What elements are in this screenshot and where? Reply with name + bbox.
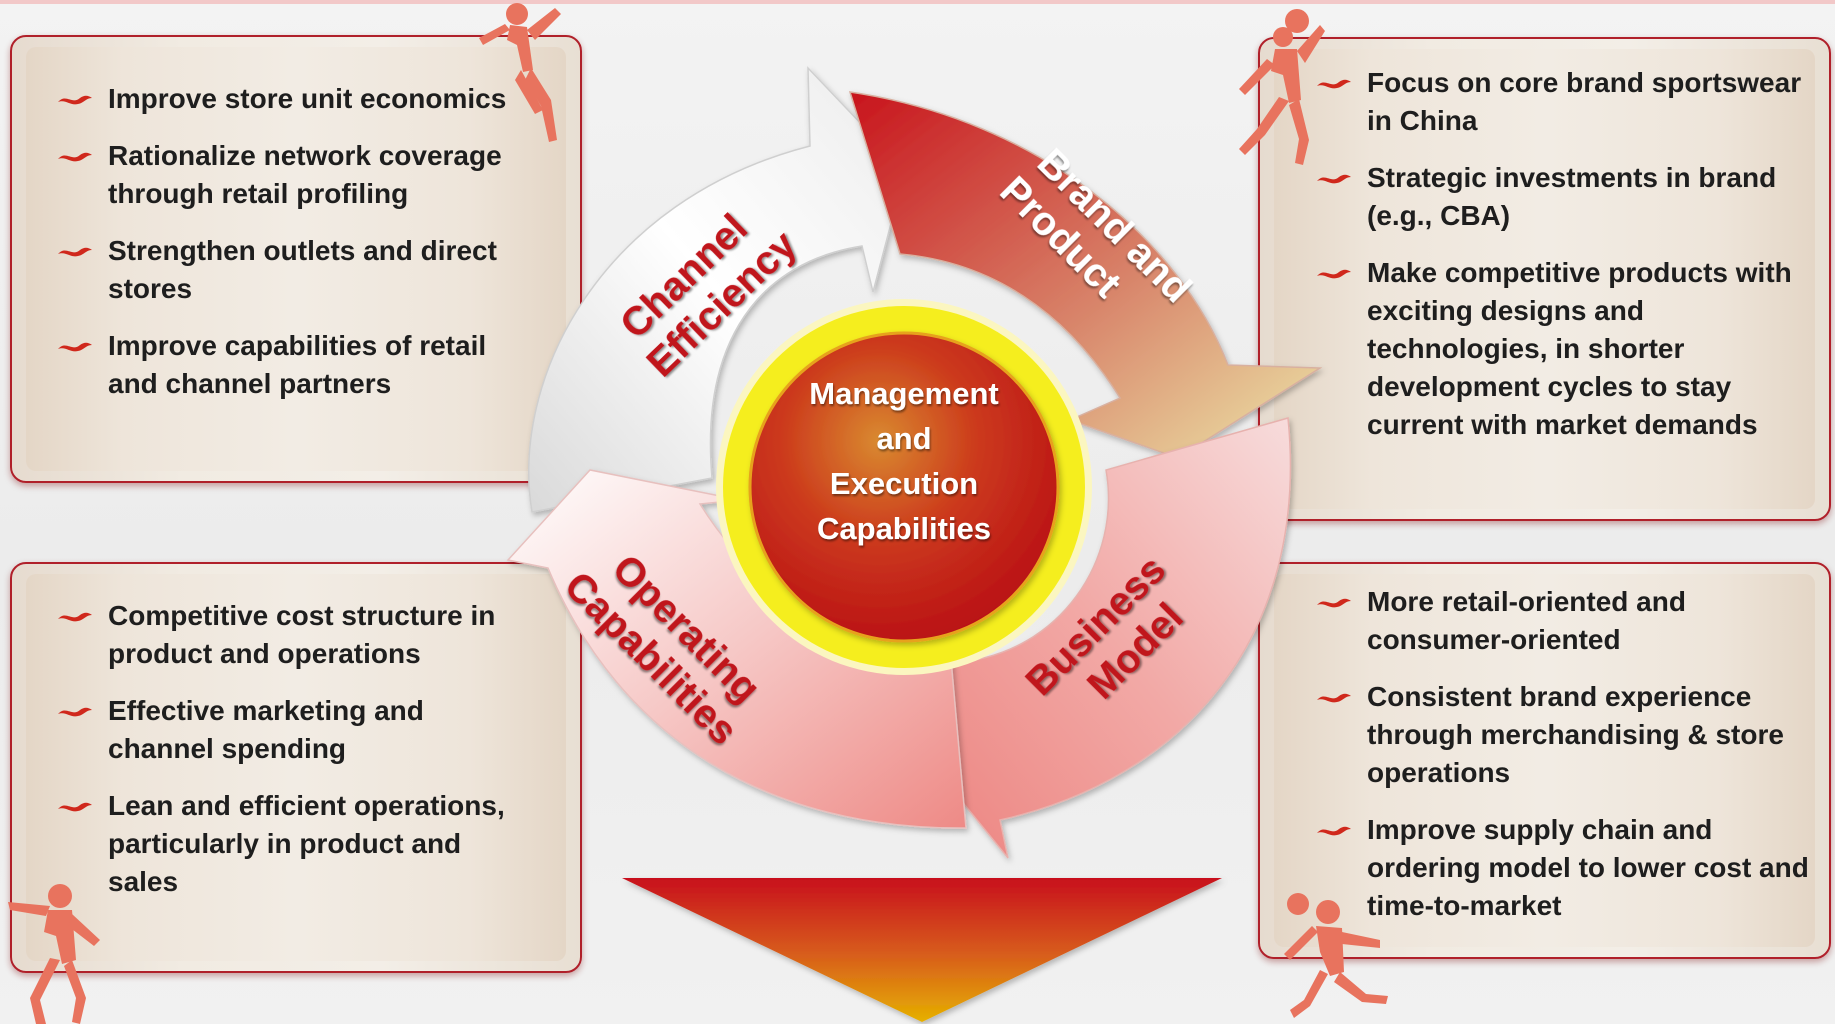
swoosh-bullet-icon: [58, 152, 92, 162]
swoosh-bullet-icon: [1317, 269, 1351, 279]
jumping-athlete-icon: [479, 3, 561, 142]
tennis-player-icon: [1284, 893, 1388, 1018]
top-accent-line: [0, 0, 1835, 4]
bullet-text: Strategic investments in brand (e.g., CB…: [1367, 162, 1777, 231]
list-item: Improve store unit economics: [56, 80, 536, 118]
down-arrow: [622, 878, 1222, 1022]
list-item: Make competitive products with exciting …: [1315, 254, 1815, 444]
swoosh-bullet-icon: [58, 342, 92, 352]
operating-capabilities-list: Competitive cost structure in product an…: [56, 597, 536, 920]
list-item: Rationalize network coverage through ret…: [56, 137, 536, 213]
swoosh-bullet-icon: [58, 707, 92, 717]
brand-product-list: Focus on core brand sportswear in China …: [1315, 64, 1815, 463]
swoosh-bullet-icon: [58, 95, 92, 105]
business-model-arrow: [927, 417, 1292, 859]
list-item: Strengthen outlets and direct stores: [56, 232, 536, 308]
bullet-text: Improve capabilities of retail and chann…: [108, 330, 487, 399]
center-circle: [748, 331, 1060, 643]
basketball-player-icon: [1239, 9, 1325, 165]
list-item: Improve capabilities of retail and chann…: [56, 327, 536, 403]
swoosh-bullet-icon: [58, 612, 92, 622]
swoosh-bullet-icon: [1317, 79, 1351, 89]
brand-product-arrow: [848, 91, 1323, 459]
swoosh-bullet-icon: [1317, 693, 1351, 703]
channel-efficiency-arrow: [528, 66, 906, 513]
bullet-text: Make competitive products with exciting …: [1367, 257, 1792, 440]
list-item: Lean and efficient operations, particula…: [56, 787, 536, 901]
center-line-3: Execution: [830, 466, 978, 501]
list-item: Improve supply chain and ordering model …: [1315, 811, 1815, 925]
bullet-text: Competitive cost structure in product an…: [108, 600, 496, 669]
swoosh-bullet-icon: [1317, 174, 1351, 184]
bullet-text: Strengthen outlets and direct stores: [108, 235, 497, 304]
business-model-panel: [1258, 562, 1831, 959]
list-item: More retail-oriented and consumer-orient…: [1315, 583, 1815, 659]
swoosh-bullet-icon: [1317, 826, 1351, 836]
bullet-text: Effective marketing and channel spending: [108, 695, 424, 764]
swoosh-bullet-icon: [58, 802, 92, 812]
center-line-1: Management: [809, 376, 998, 411]
operating-capabilities-panel: [10, 562, 582, 973]
center-line-4: Capabilities: [817, 511, 991, 546]
list-item: Effective marketing and channel spending: [56, 692, 536, 768]
bullet-text: Rationalize network coverage through ret…: [108, 140, 502, 209]
list-item: Focus on core brand sportswear in China: [1315, 64, 1815, 140]
list-item: Competitive cost structure in product an…: [56, 597, 536, 673]
bullet-text: Improve supply chain and ordering model …: [1367, 814, 1809, 921]
list-item: Strategic investments in brand (e.g., CB…: [1315, 159, 1815, 235]
channel-efficiency-panel: [10, 35, 582, 483]
bullet-text: Lean and efficient operations, particula…: [108, 790, 505, 897]
list-item: Consistent brand experience through merc…: [1315, 678, 1815, 792]
bullet-text: Improve store unit economics: [108, 83, 507, 114]
swoosh-bullet-icon: [1317, 598, 1351, 608]
runner-athlete-icon: [8, 884, 100, 1024]
business-model-list: More retail-oriented and consumer-orient…: [1315, 583, 1815, 944]
bullet-text: Consistent brand experience through merc…: [1367, 681, 1784, 788]
center-line-2: and: [876, 421, 931, 456]
channel-efficiency-list: Improve store unit economics Rationalize…: [56, 80, 536, 422]
bullet-text: Focus on core brand sportswear in China: [1367, 67, 1802, 136]
swoosh-bullet-icon: [58, 247, 92, 257]
brand-product-panel: [1258, 37, 1831, 521]
bullet-text: More retail-oriented and consumer-orient…: [1367, 586, 1686, 655]
